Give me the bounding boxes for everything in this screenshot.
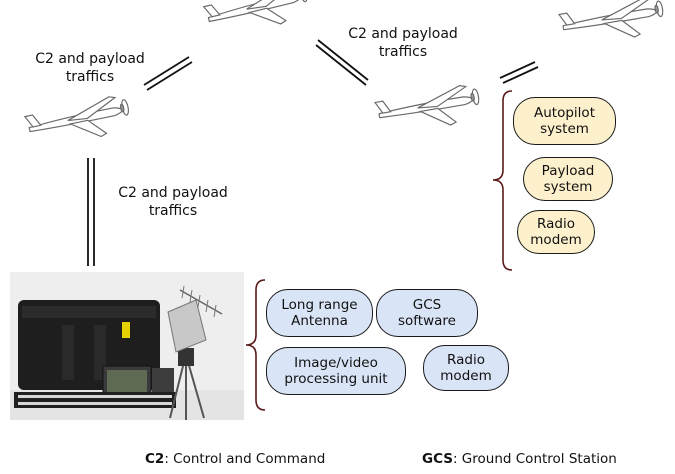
node-label-line-2: modem <box>530 232 582 248</box>
link-caption-line-1: C2 and payload <box>348 26 458 42</box>
uav-top-right <box>558 0 668 50</box>
legend-gcs: GCS: Ground Control Station <box>422 451 617 467</box>
node-label-line-2: modem <box>440 368 492 384</box>
gcs-radio-modem-node: Radio modem <box>423 345 509 391</box>
uav-left <box>23 92 134 152</box>
legend-c2-definition: : Control and Command <box>164 451 326 467</box>
legend-c2: C2: Control and Command <box>145 451 325 467</box>
node-label-line-1: Long range <box>281 297 358 313</box>
node-label-line-2: system <box>540 121 589 137</box>
payload-system-node: Payload system <box>523 157 613 201</box>
link-caption-line-2: traffics <box>378 44 428 60</box>
long-range-antenna-node: Long range Antenna <box>266 289 373 337</box>
node-label-line-1: Radio <box>447 352 485 368</box>
legend-gcs-definition: : Ground Control Station <box>452 451 617 467</box>
autopilot-system-node: Autopilot system <box>513 97 616 145</box>
node-label-line-2: Antenna <box>291 313 348 329</box>
node-label-line-1: GCS <box>412 297 442 313</box>
link-caption-vertical: C2 and payload traffics <box>98 184 248 220</box>
link-caption-top-left: C2 and payload traffics <box>30 50 150 86</box>
gcs-brace <box>245 279 266 411</box>
gcs-software-node: GCS software <box>376 289 478 337</box>
uav-top-center <box>202 0 313 42</box>
ground-station-image <box>10 272 244 420</box>
node-label-line-1: Radio <box>537 216 575 232</box>
link-lines <box>87 39 539 266</box>
uav-right <box>374 82 484 138</box>
link-caption-line-1: C2 and payload <box>35 51 145 67</box>
legend-gcs-abbr: GCS <box>422 451 453 467</box>
node-label-line-2: system <box>543 179 593 195</box>
uav-brace <box>492 90 513 271</box>
node-label-line-2: processing unit <box>284 371 388 387</box>
node-label-line-2: software <box>398 313 456 329</box>
node-label-line-1: Autopilot <box>534 105 595 121</box>
link-caption-line-2: traffics <box>65 69 115 85</box>
link-caption-top-right: C2 and payload traffics <box>330 25 476 61</box>
link-caption-line-2: traffics <box>148 203 198 219</box>
link-caption-line-1: C2 and payload <box>118 185 228 201</box>
node-label-line-1: Image/video <box>294 355 378 371</box>
legend-c2-abbr: C2 <box>145 451 165 467</box>
image-video-processing-node: Image/video processing unit <box>266 347 406 395</box>
node-label-line-1: Payload <box>541 163 595 179</box>
uav-radio-modem-node: Radio modem <box>517 210 595 254</box>
